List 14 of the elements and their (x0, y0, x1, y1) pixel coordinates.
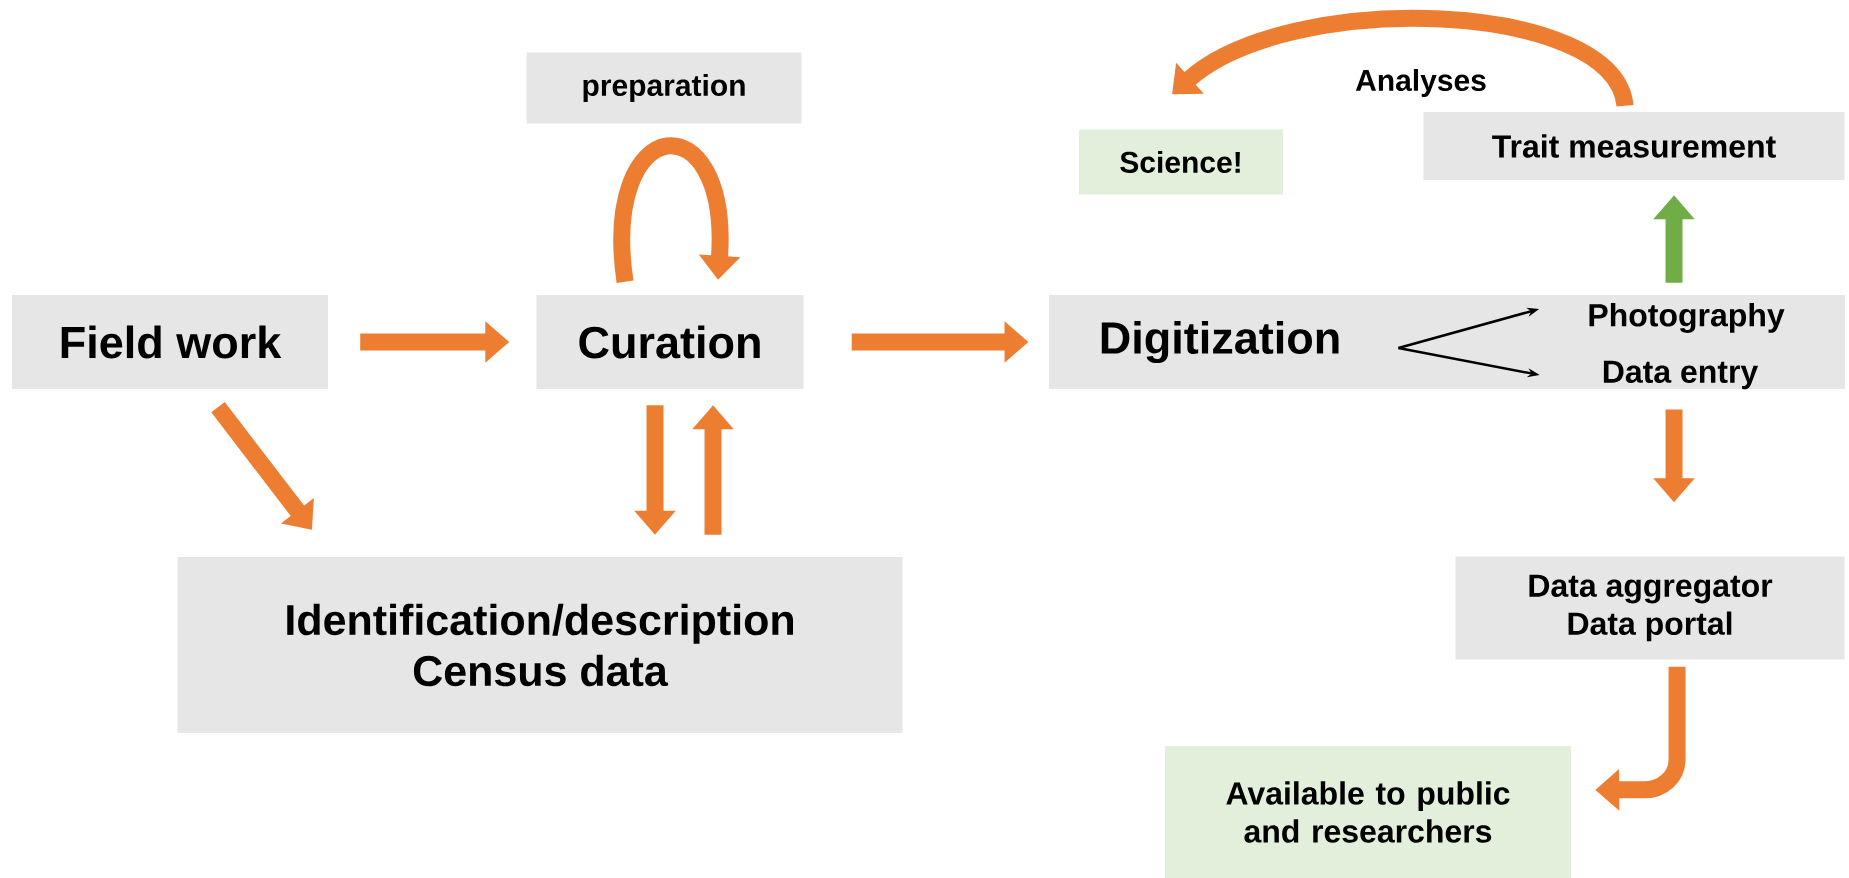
process-box: Trait measurement (1423, 112, 1845, 180)
result-box: Available to public and researchers (1165, 746, 1571, 878)
process-box: Data aggregator Data portal (1455, 556, 1845, 660)
arrow (613, 137, 741, 283)
edge-label: Analyses (1353, 67, 1489, 99)
step-label: Data entry (1603, 360, 1759, 390)
process-box: Curation (536, 295, 804, 389)
process-box: Identification/description Census data (177, 557, 903, 733)
step-label: Photography (1589, 303, 1785, 333)
arrow (211, 402, 314, 530)
process-box: preparation (526, 52, 802, 124)
process-box: Field work (12, 295, 328, 389)
stage-label: Digitization (1101, 320, 1339, 364)
result-box: Science! (1079, 129, 1283, 195)
